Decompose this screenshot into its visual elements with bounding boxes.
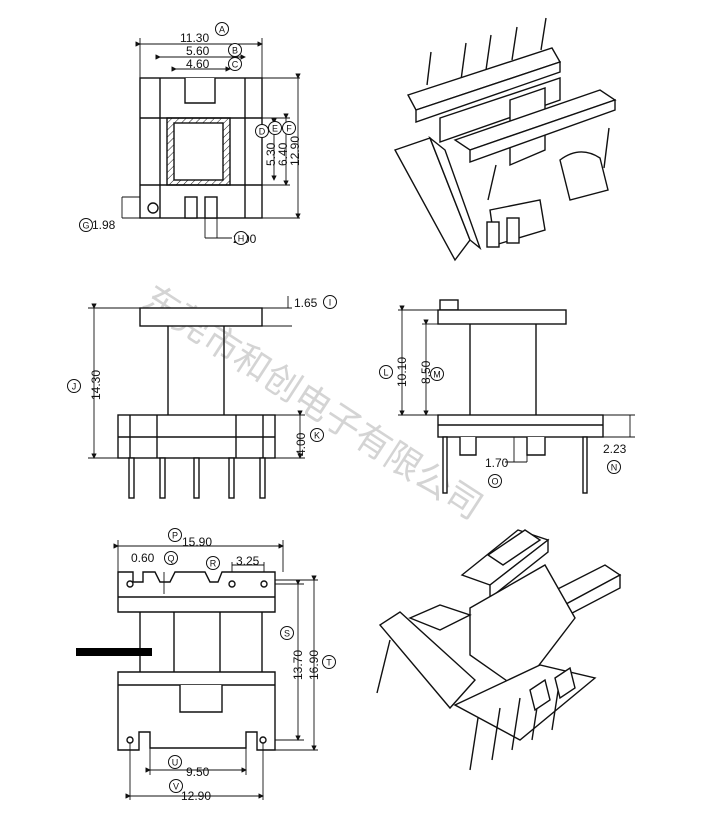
dim-p-value: 15.90 — [182, 535, 212, 549]
dim-q-value: 0.60 — [131, 551, 155, 565]
label-letter-l: L — [383, 368, 388, 378]
label-letter-a: A — [219, 25, 225, 35]
label-circle-b — [228, 43, 242, 57]
dim-f-value: 12.90 — [288, 136, 302, 166]
label-letter-c: C — [232, 60, 239, 70]
label-circle-d — [255, 124, 269, 138]
label-circle-m — [430, 367, 444, 381]
label-circle-n — [607, 460, 621, 474]
label-circle-f — [282, 121, 296, 135]
label-circle-u — [168, 755, 182, 769]
label-letter-h: H — [238, 234, 245, 244]
label-circle-j — [67, 379, 81, 393]
dim-s-value: 13.70 — [291, 650, 305, 680]
dim-l-value: 10.10 — [395, 357, 409, 387]
label-circle-g — [79, 218, 93, 232]
bottom-view — [113, 540, 318, 800]
dim-a-value: 11.30 — [180, 31, 209, 45]
label-letter-i: I — [329, 298, 332, 308]
front-view — [88, 296, 305, 499]
dim-k-value: 4.00 — [294, 432, 308, 456]
label-letter-j: J — [72, 382, 77, 392]
dim-t-value: 16.90 — [307, 650, 321, 680]
label-letter-g: G — [82, 221, 89, 231]
label-letter-n: N — [611, 463, 618, 473]
dim-r-value: 3.25 — [236, 554, 260, 568]
label-circle-c — [228, 57, 242, 71]
label-circle-o — [488, 474, 502, 488]
label-letter-s: S — [284, 629, 290, 639]
label-letter-k: K — [314, 431, 320, 441]
label-letter-d: D — [259, 127, 266, 137]
label-circle-l — [379, 365, 393, 379]
side-view — [398, 299, 635, 494]
dim-u-value: 9.50 — [186, 765, 210, 779]
dim-d-value: 5.30 — [264, 142, 278, 166]
label-circle-h — [234, 231, 248, 245]
dim-m-value: 8.50 — [419, 360, 433, 384]
label-circle-t — [322, 655, 336, 669]
label-letter-p: P — [172, 531, 178, 541]
label-circle-p — [168, 528, 182, 542]
iso-view-bottom — [376, 529, 622, 771]
label-letter-u: U — [172, 758, 179, 768]
iso-view-top — [393, 17, 617, 262]
label-circle-v — [169, 779, 183, 793]
label-letter-m: M — [433, 370, 441, 380]
label-letter-f: F — [286, 124, 292, 134]
dim-g-value: 1.98 — [92, 218, 116, 232]
label-circle-r — [206, 556, 220, 570]
label-letter-t: T — [326, 658, 332, 668]
dim-j-value: 14.30 — [89, 370, 103, 400]
label-letter-v: V — [173, 782, 179, 792]
label-letter-r: R — [210, 559, 217, 569]
dim-b-value: 5.60 — [186, 44, 210, 58]
label-circle-a — [215, 22, 229, 36]
label-circle-q — [164, 551, 178, 565]
label-letter-b: B — [232, 46, 238, 56]
label-circle-i — [323, 295, 337, 309]
label-circle-k — [310, 428, 324, 442]
dim-c-value: 4.60 — [186, 57, 210, 71]
label-letter-e: E — [272, 124, 278, 134]
black-bar — [76, 648, 152, 656]
label-letter-o: O — [491, 477, 498, 487]
label-circle-e — [268, 121, 282, 135]
dim-v-value: 12.90 — [181, 789, 211, 803]
dim-e-value: 6.40 — [276, 142, 290, 166]
label-circle-s — [280, 626, 294, 640]
dim-i-value: 1.65 — [294, 296, 318, 310]
top-view — [121, 38, 301, 239]
dim-o-value: 1.70 — [485, 456, 509, 470]
label-letter-q: Q — [167, 554, 174, 564]
dim-n-value: 2.23 — [603, 442, 627, 456]
